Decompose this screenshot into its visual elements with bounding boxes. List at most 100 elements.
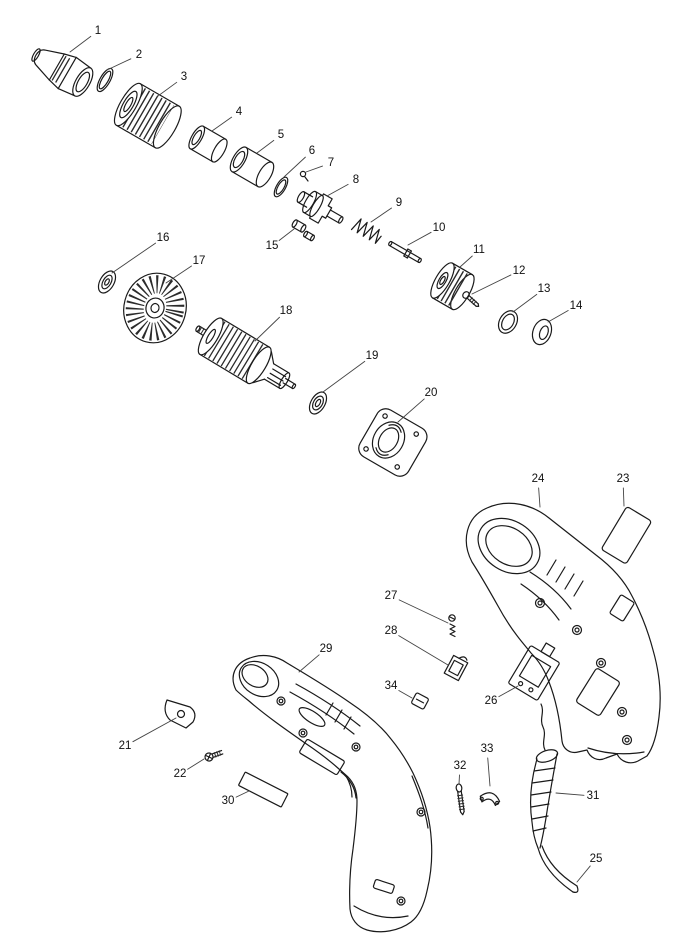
- leader-line-17: [165, 265, 192, 284]
- part-1-drill-chuck: [31, 48, 94, 97]
- part-34-cap: [411, 692, 429, 710]
- leader-line-23: [622, 487, 625, 507]
- part-number-29: 29: [320, 643, 333, 655]
- part-19-bearing: [308, 391, 328, 415]
- part-number-9: 9: [396, 197, 402, 209]
- leader-line-31: [555, 792, 585, 796]
- leader-line-15: [278, 228, 295, 241]
- leader-line-8: [326, 183, 349, 197]
- part-number-2: 2: [136, 49, 142, 61]
- leader-line-20: [397, 398, 425, 423]
- leader-line-16: [111, 242, 157, 274]
- part-13-ring: [497, 310, 519, 334]
- part-16-bearing: [97, 270, 117, 294]
- leader-line-10: [407, 231, 432, 246]
- leader-line-27: [398, 599, 449, 624]
- part-number-14: 14: [570, 300, 583, 312]
- part-12-screw: [462, 291, 480, 307]
- part-7-ball-pin: [299, 170, 309, 182]
- part-27-screw-spring: [448, 614, 456, 638]
- part-26-switch: [508, 642, 560, 701]
- part-number-31: 31: [587, 790, 600, 802]
- part-number-34: 34: [385, 680, 398, 692]
- part-28-brush-holder: [443, 654, 469, 682]
- part-number-25: 25: [590, 853, 603, 865]
- part-17-fan: [123, 272, 187, 344]
- part-20-field-stator: [358, 408, 428, 477]
- screw-bosses-left: [276, 696, 426, 906]
- leader-line-19: [322, 360, 366, 393]
- leader-line-29: [298, 654, 320, 673]
- part-number-32: 32: [454, 760, 467, 772]
- part-number-5: 5: [278, 129, 284, 141]
- part-18-armature: [195, 317, 297, 390]
- leader-line-1: [69, 35, 92, 53]
- part-33-cord-clamp: [479, 792, 501, 807]
- part-25-power-cord: [537, 845, 579, 893]
- part-number-10: 10: [433, 222, 446, 234]
- part-29-housing-left: [232, 654, 433, 933]
- leader-line-30: [235, 790, 250, 798]
- part-number-8: 8: [353, 174, 359, 186]
- part-9-spring: [350, 218, 382, 244]
- leader-line-33: [487, 757, 491, 787]
- part-23-nameplate: [601, 506, 652, 564]
- lead-wire: [540, 703, 546, 751]
- part-number-17: 17: [193, 255, 206, 267]
- part-number-18: 18: [280, 305, 293, 317]
- leader-line-14: [547, 310, 569, 323]
- part-number-4: 4: [236, 106, 243, 118]
- part-31-cord-guard: [530, 703, 559, 849]
- part-number-22: 22: [174, 768, 187, 780]
- part-15-pins: [291, 219, 315, 242]
- part-number-7: 7: [328, 157, 334, 169]
- leader-line-13: [512, 293, 538, 313]
- leader-line-9: [370, 207, 393, 223]
- part-4-sleeve: [188, 125, 228, 163]
- leader-line-12: [471, 274, 512, 295]
- part-number-30: 30: [222, 795, 235, 807]
- part-number-13: 13: [538, 283, 551, 295]
- leader-line-2: [106, 58, 132, 71]
- leader-line-18: [254, 316, 280, 342]
- part-24-housing-right: [465, 502, 661, 764]
- part-number-28: 28: [385, 625, 398, 637]
- part-number-12: 12: [513, 265, 526, 277]
- part-22-screw: [204, 749, 224, 762]
- leader-line-11: [459, 255, 473, 268]
- part-2-ring: [96, 67, 114, 93]
- part-10-shaft-pin: [388, 240, 422, 264]
- part-6-ring: [273, 176, 289, 198]
- part-number-27: 27: [385, 590, 398, 602]
- part-30-label-plate: [238, 771, 289, 808]
- part-number-24: 24: [532, 473, 545, 485]
- screw-bosses-right: [534, 597, 633, 746]
- part-number-26: 26: [485, 695, 498, 707]
- part-8-spindle: [296, 190, 344, 224]
- part-number-15: 15: [266, 240, 279, 252]
- leader-line-7: [305, 165, 323, 173]
- part-32-screw: [455, 783, 466, 816]
- leader-line-22: [187, 758, 205, 770]
- part-number-19: 19: [366, 350, 379, 362]
- leader-line-25: [576, 865, 591, 883]
- leader-line-32: [458, 774, 460, 785]
- part-number-6: 6: [309, 145, 315, 157]
- leader-line-28: [398, 635, 449, 666]
- part-number-20: 20: [425, 387, 438, 399]
- part-number-1: 1: [95, 25, 101, 37]
- leader-line-21: [132, 717, 177, 743]
- part-number-16: 16: [157, 232, 170, 244]
- part-14-grommet: [531, 318, 553, 346]
- leader-line-26: [498, 685, 519, 698]
- part-number-21: 21: [119, 740, 132, 752]
- part-number-23: 23: [617, 473, 630, 485]
- part-number-3: 3: [181, 71, 187, 83]
- part-number-11: 11: [473, 244, 485, 256]
- leader-line-6: [283, 156, 306, 178]
- part-5-cylinder: [229, 146, 275, 188]
- part-number-33: 33: [481, 743, 494, 755]
- part-11-gear: [430, 262, 475, 311]
